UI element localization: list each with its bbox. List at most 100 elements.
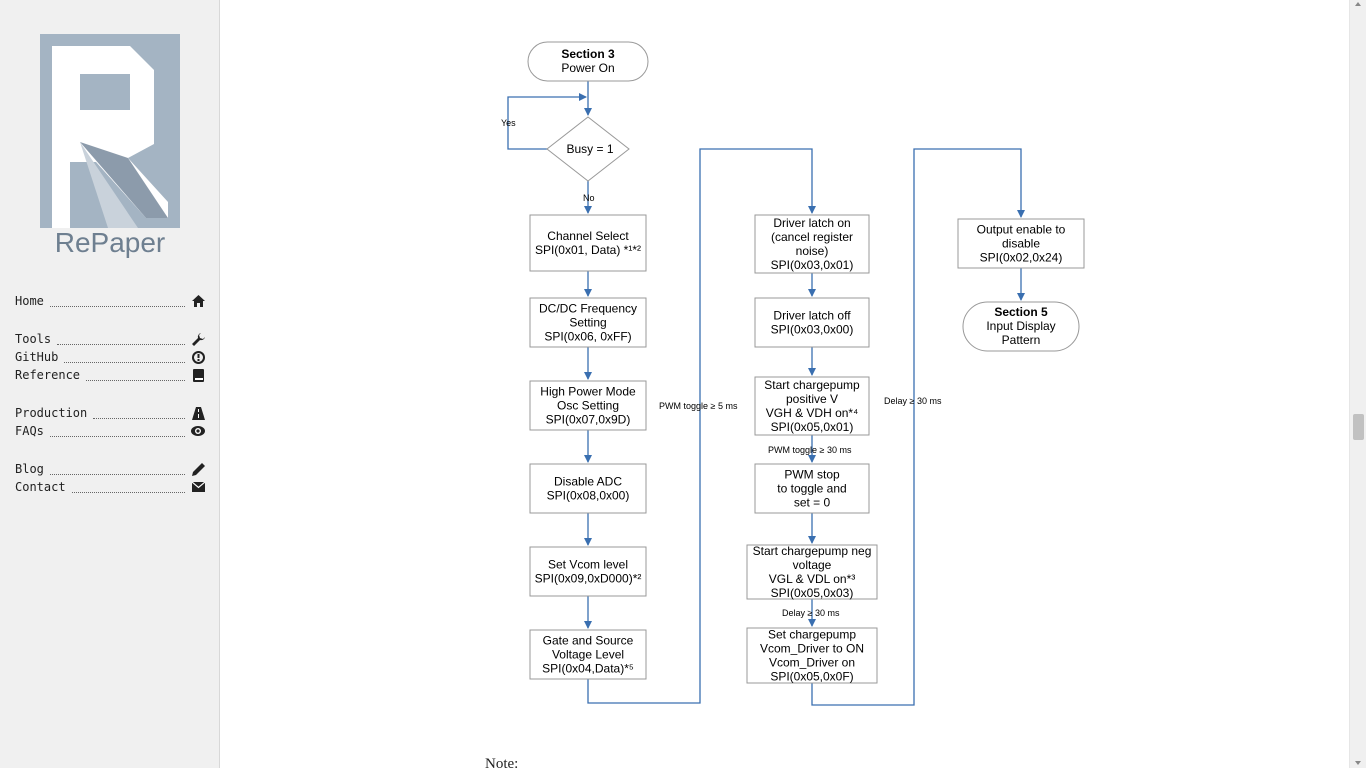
step-text: SPI(0x02,0x24) (980, 251, 1063, 265)
step-text: VGH & VDH on*⁴ (766, 406, 859, 420)
step-text: Vcom_Driver on (769, 656, 855, 670)
step-text: VGL & VDL on*³ (769, 572, 855, 586)
yes-label: Yes (501, 118, 516, 128)
nav-item-contact[interactable]: Contact (15, 478, 205, 496)
step-box (754, 297, 870, 348)
step-box (746, 544, 878, 600)
nav-item-production[interactable]: Production (15, 404, 205, 422)
nav-item-tools[interactable]: Tools (15, 330, 205, 348)
step-text: SPI(0x06, 0xFF) (544, 330, 631, 344)
vertical-scrollbar[interactable] (1349, 0, 1366, 768)
home-icon (191, 294, 205, 308)
step-text: SPI(0x04,Data)*⁵ (542, 662, 634, 676)
step-text: Driver latch off (773, 309, 851, 323)
step-text: SPI(0x01, Data) *¹*² (535, 243, 641, 257)
step-text: noise) (796, 244, 829, 258)
nav-dots (93, 408, 185, 419)
nav-item-faqs[interactable]: FAQs (15, 422, 205, 440)
step-text: SPI(0x03,0x00) (771, 323, 854, 337)
step-box (529, 297, 647, 348)
step-box (754, 376, 870, 436)
step-text: SPI(0x08,0x00) (547, 489, 630, 503)
step-text: SPI(0x05,0x03) (771, 586, 854, 600)
step-text: Osc Setting (557, 399, 619, 413)
nav-item-home[interactable]: Home (15, 292, 205, 310)
end-line3: Pattern (1002, 333, 1041, 347)
road-icon (191, 406, 205, 420)
nav-item-label: Production (15, 406, 88, 420)
step-text: to toggle and (777, 482, 846, 496)
step-box (529, 546, 647, 597)
busy-label: Busy = 1 (566, 142, 613, 156)
nav-dots (71, 482, 185, 493)
logo-text: RePaper (55, 227, 166, 258)
step-text: Disable ADC (554, 475, 622, 489)
main-content: Section 3 Power On Busy = 1 Yes No Chann… (220, 0, 1349, 768)
nav-dots (49, 464, 185, 475)
delay-30-label-b: Delay ≥ 30 ms (884, 396, 942, 406)
nav-dots (49, 296, 185, 307)
end-title: Section 5 (994, 305, 1048, 319)
step-box (957, 218, 1085, 269)
step-text: SPI(0x09,0xD000)*² (535, 572, 642, 586)
nav-item-label: Reference (15, 368, 81, 382)
nav-item-label: FAQs (15, 424, 44, 438)
book-icon (191, 368, 205, 382)
start-subtitle: Power On (561, 61, 614, 75)
logo-graphic: RePaper (40, 34, 180, 258)
nav-item-blog[interactable]: Blog (15, 460, 205, 478)
connectors (507, 81, 1025, 706)
nav-dots (49, 426, 185, 437)
nav-item-reference[interactable]: Reference (15, 366, 205, 384)
step-text: set = 0 (794, 496, 831, 510)
delay-30-label-a: Delay ≥ 30 ms (782, 608, 840, 618)
github-icon (191, 350, 205, 364)
envelope-icon (191, 480, 205, 494)
step-text: High Power Mode (540, 385, 636, 399)
step-text: DC/DC Frequency (539, 302, 637, 316)
scroll-up-arrow-icon[interactable] (1355, 2, 1361, 6)
pwm-toggle-30-label: PWM toggle ≥ 30 ms (768, 445, 852, 455)
scroll-down-arrow-icon[interactable] (1355, 761, 1361, 765)
col2-step-1: Driver latch on(cancel registernoise)SPI… (754, 214, 870, 274)
no-label: No (583, 193, 595, 203)
step-text: Vcom_Driver to ON (760, 642, 864, 656)
start-terminal: Section 3 Power On (527, 41, 649, 82)
step-text: SPI(0x05,0x01) (771, 420, 854, 434)
step-text: Set chargepump (768, 628, 856, 642)
note-heading: Note: (485, 756, 519, 768)
step-text: positive V (786, 392, 838, 406)
start-title: Section 3 (561, 47, 615, 61)
scrollbar-thumb[interactable] (1353, 414, 1364, 440)
step-text: Start chargepump neg (753, 544, 872, 558)
step-text: Voltage Level (552, 648, 624, 662)
step-text: Gate and Source (543, 634, 634, 648)
nav-item-label: Home (15, 294, 44, 308)
eye-icon (191, 424, 205, 438)
step-text: Set Vcom level (548, 558, 628, 572)
nav-item-github[interactable]: GitHub (15, 348, 205, 366)
step-text: (cancel register (771, 230, 853, 244)
step-text: Channel Select (547, 229, 629, 243)
step-text: Driver latch on (773, 216, 850, 230)
end-line2: Input Display (986, 319, 1055, 333)
sidebar: RePaper Home Tools GitHub Reference Prod… (0, 0, 220, 768)
power-on-flowchart: Section 3 Power On Busy = 1 Yes No Chann… (501, 41, 1085, 706)
nav-dots (57, 334, 185, 345)
repaper-logo[interactable]: RePaper (38, 34, 182, 264)
nav-dots (64, 352, 185, 363)
step-text: voltage (793, 558, 832, 572)
step-text: Setting (569, 316, 606, 330)
